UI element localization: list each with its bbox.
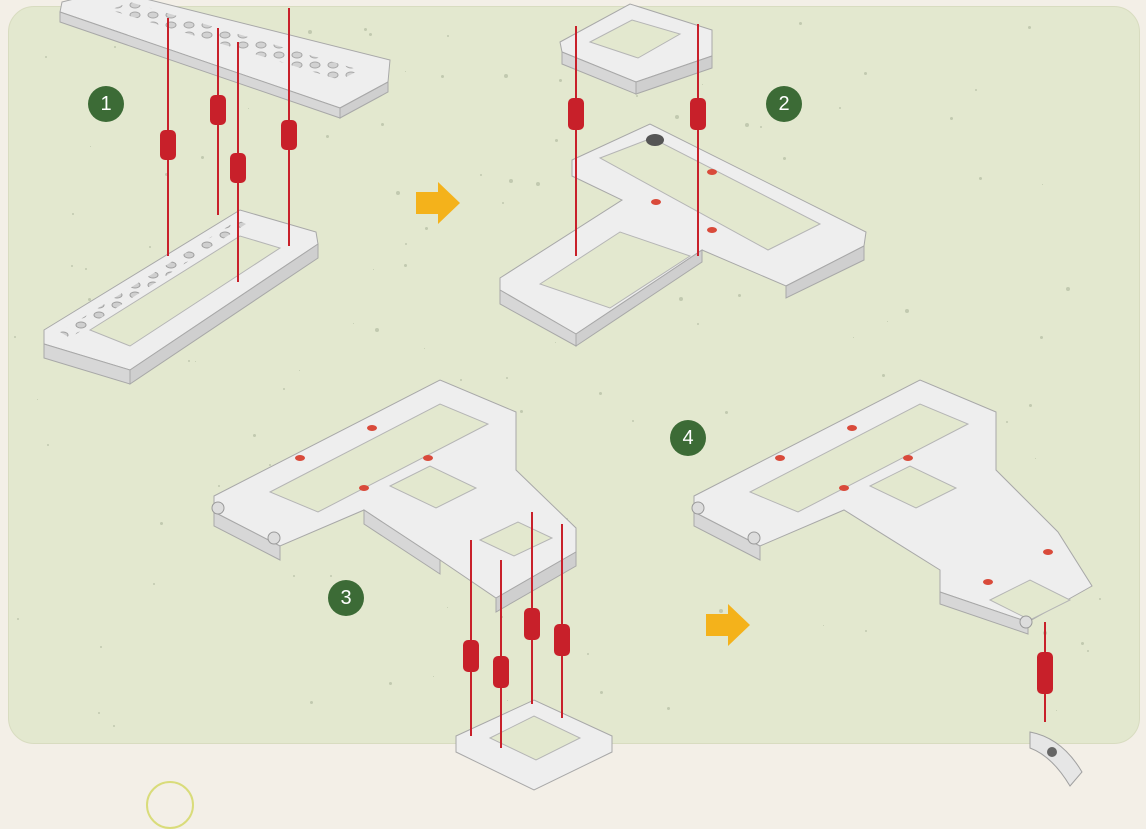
red-pin-icon: [281, 120, 297, 150]
step-number-badge: 3: [328, 580, 364, 616]
assembly-illustration: [0, 0, 1146, 793]
red-pin-icon: [554, 624, 570, 656]
frame-brick-icon: [500, 124, 866, 346]
red-pin-icon: [230, 153, 246, 183]
frame-brick-icon: [560, 4, 712, 94]
step-number-badge: 1: [88, 86, 124, 122]
red-pin-icon: [690, 98, 706, 130]
step-2-assembly: [500, 4, 866, 346]
arrow-right-icon: [706, 604, 750, 646]
step-4-assembly: [692, 380, 1092, 786]
red-pin-icon: [463, 640, 479, 672]
step-1-assembly: [44, 0, 390, 384]
red-pin-icon: [493, 656, 509, 688]
step-number-badge: 2: [766, 86, 802, 122]
red-pin-icon: [1037, 652, 1053, 694]
red-pin-icon: [210, 95, 226, 125]
curved-connector-icon: [1030, 732, 1082, 786]
red-pin-icon: [160, 130, 176, 160]
frame-brick-icon: [456, 700, 612, 790]
decorative-circle: [146, 781, 194, 829]
step-number-badge: 4: [670, 420, 706, 456]
arrow-right-icon: [416, 182, 460, 224]
frame-brick-icon: [692, 380, 1092, 634]
step-3-assembly: [212, 380, 612, 790]
red-pin-icon: [568, 98, 584, 130]
frame-brick-icon: [212, 380, 576, 612]
red-pin-icon: [524, 608, 540, 640]
frame-brick-icon: [44, 210, 318, 384]
